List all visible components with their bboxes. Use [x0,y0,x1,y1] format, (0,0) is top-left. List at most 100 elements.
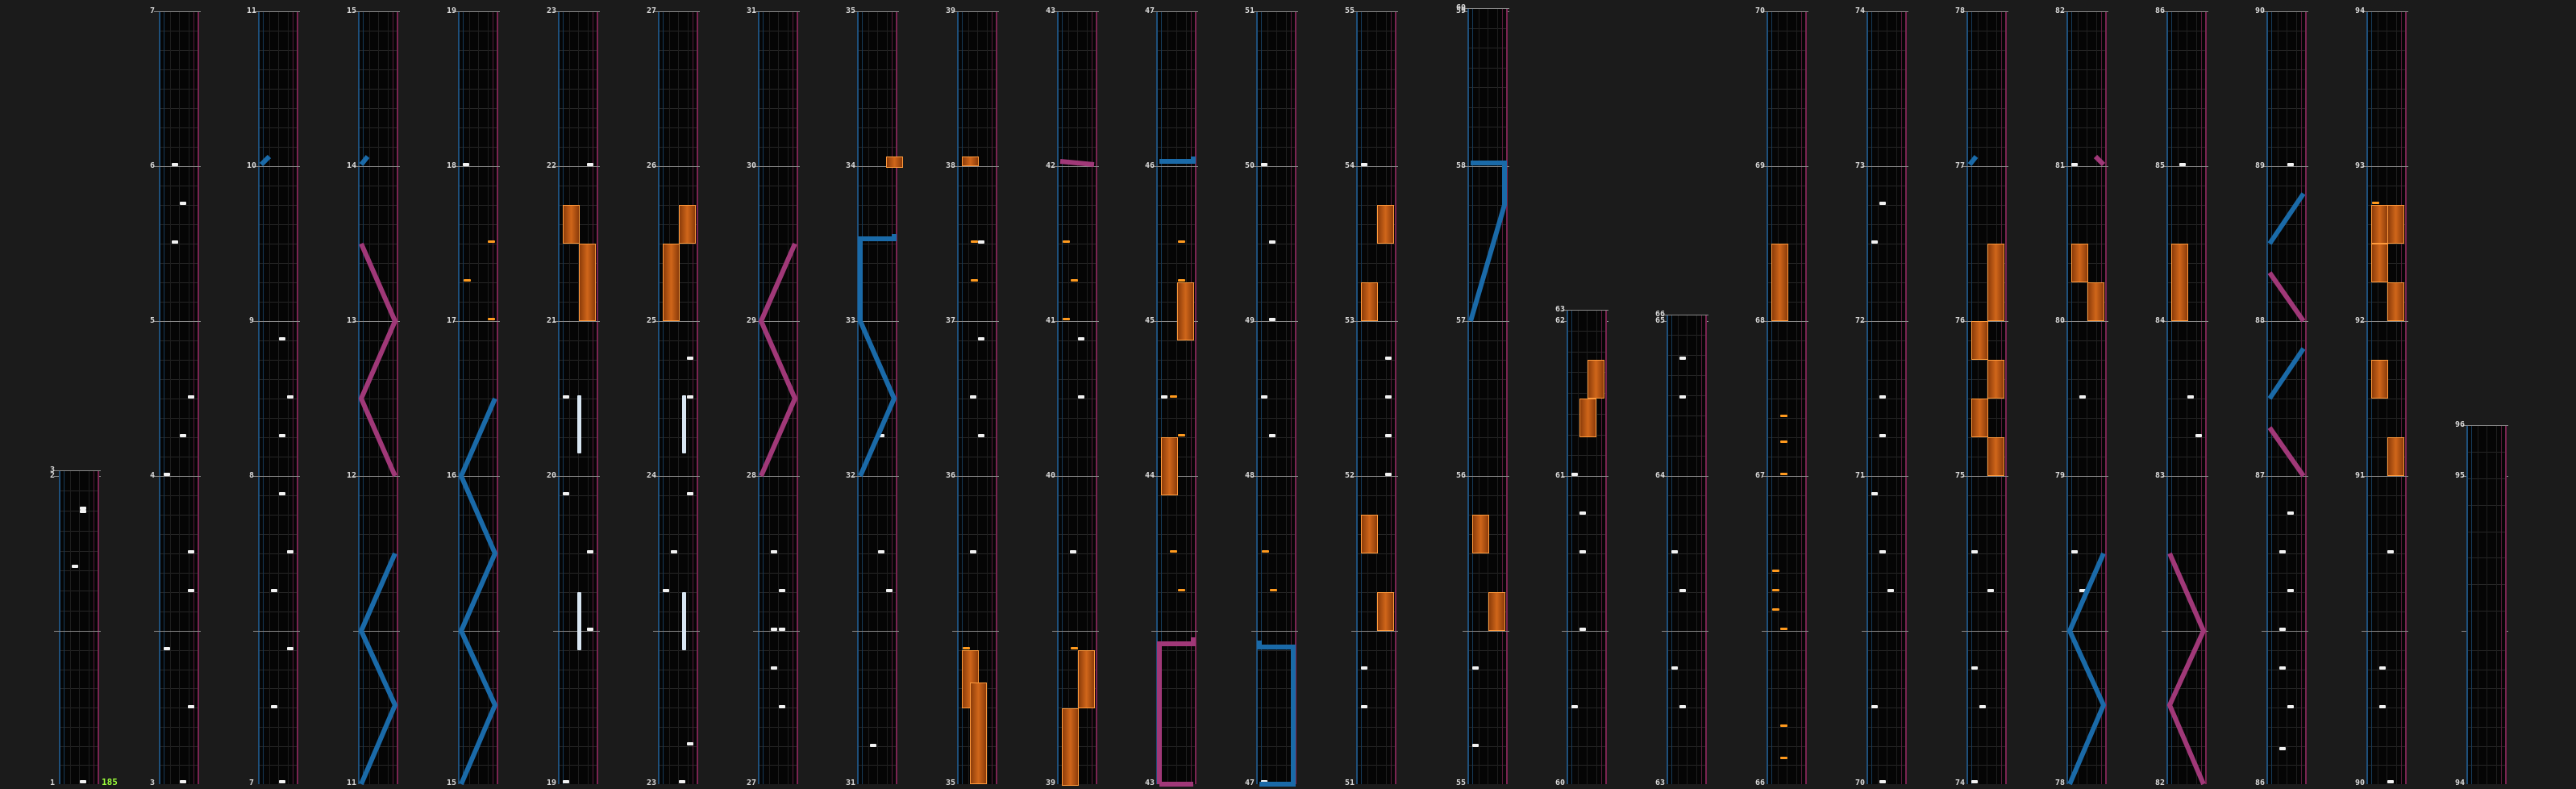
tap-note [563,780,569,783]
lane-edge [463,166,464,321]
lane-edge [397,476,398,631]
lane-edge [1391,476,1392,631]
lane-edge [2401,476,2402,631]
measure-90 [2262,11,2308,166]
lane-divider [1067,631,1069,784]
tap-note [1679,705,1686,708]
measure-line [553,166,600,167]
measure-number: 53 [1345,316,1355,325]
measure-47 [1251,631,1298,784]
measure-28 [753,476,800,631]
lane-edge [1871,321,1872,476]
lane-edge [2105,166,2107,321]
fx-chip-note [1780,473,1787,475]
lane-edge [1671,631,1672,784]
measure-number: 85 [2155,161,2166,170]
lane-divider [2095,631,2097,784]
lane-divider [1896,11,1897,166]
measure-number: 59 [1456,6,1467,15]
measure-line [1251,11,1298,12]
tap-note [771,666,777,670]
measure-15 [453,631,500,784]
lane-edge [463,631,464,784]
lane-edge [663,631,664,784]
measure-line [1762,11,1808,12]
lane-edge [2305,11,2307,166]
tap-note [878,550,884,553]
lane-divider [1086,321,1088,476]
lane-edge [1062,11,1063,166]
tap-note [2195,434,2202,437]
lane-edge [862,476,863,631]
measure-number: 70 [1855,779,1866,787]
measure-11 [253,11,300,166]
lane-divider [278,631,279,784]
lane-divider [1696,315,1697,476]
tap-note [80,507,86,510]
measure-line [1251,321,1298,322]
fx-hold-note [962,157,979,166]
lane-divider [568,11,570,166]
measure-line [1962,11,2008,12]
lane-edge [2271,11,2272,166]
lane-edge [2171,476,2172,631]
lane-divider [668,321,670,476]
lane-divider [877,631,878,784]
lane-divider [378,11,379,166]
lane-divider [378,166,379,321]
lane-divider [1496,8,1498,166]
measure-73 [1862,166,1908,321]
measure-number: 39 [946,6,956,15]
lane-edge [857,476,859,631]
lane-edge [2405,166,2407,321]
lane-divider [1877,166,1879,321]
fx-hold-note [2387,437,2404,476]
lane-edge [2101,321,2102,476]
lane-divider [2295,631,2297,784]
lane-edge [1971,166,1972,321]
tap-note [1579,550,1586,553]
lane-edge [363,631,364,784]
lane-edge [59,631,60,784]
fx-hold-note [2371,205,2388,244]
lane-divider [1385,476,1387,631]
lane-edge [1601,631,1602,784]
tap-note [2379,666,2386,670]
lane-edge [1356,321,1358,476]
lane-edge [996,631,997,784]
measure-91 [2362,476,2408,631]
lane-divider [886,321,888,476]
lane-edge [1502,166,1503,321]
measure-1 [54,631,101,784]
tap-note [679,780,685,783]
lane-edge [1195,631,1196,784]
tap-note [1679,589,1686,592]
lane-divider [968,11,969,166]
measure-number: 41 [1046,316,1056,325]
lane-divider [1077,11,1078,166]
measure-line [2062,166,2108,167]
tap-note [1671,666,1678,670]
measure-number: 7 [150,6,156,15]
lane-edge [497,11,498,166]
measure-line [1052,321,1099,322]
lane-divider [1677,315,1679,476]
tap-note [1361,163,1367,166]
lane-divider [2077,631,2079,784]
measure-number: 90 [2255,6,2266,15]
fx-hold-note [1579,399,1596,437]
measure-line [154,166,201,167]
measure-line [453,631,500,632]
measure-number: 63 [1555,305,1566,314]
measure-number: 96 [2455,420,2466,429]
measure-number: 22 [547,161,557,170]
lane-divider [977,476,978,631]
lane-divider [1367,476,1368,631]
lane-divider [1977,166,1979,321]
lane-divider [1267,166,1268,321]
measure-number: 7 [249,779,255,787]
tap-note [1472,744,1479,747]
tap-note [1871,705,1878,708]
measure-35 [852,11,899,166]
tap-note [1385,434,1392,437]
